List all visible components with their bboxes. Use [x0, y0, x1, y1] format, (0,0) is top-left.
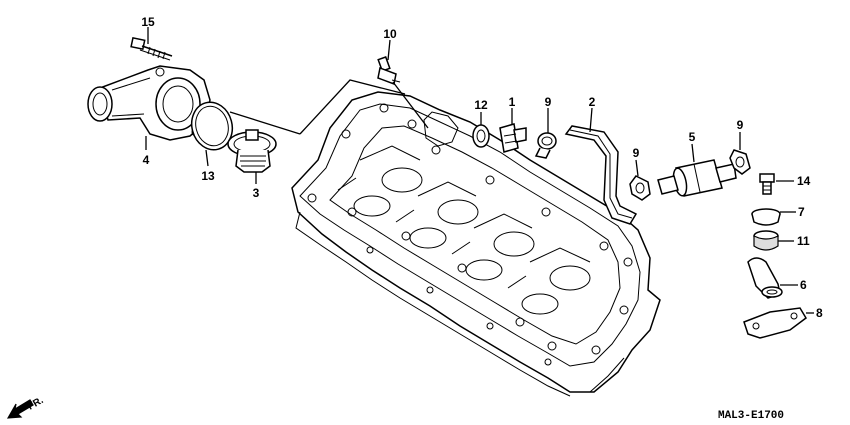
part-11-grommet — [753, 230, 779, 251]
part-12-washer — [472, 124, 490, 148]
callout-9-right: 9 — [737, 118, 744, 132]
part-4-water-outlet — [87, 65, 211, 141]
part-5-filter — [657, 159, 737, 197]
callout-8: 8 — [816, 306, 823, 320]
cylinder-head — [291, 91, 661, 397]
reference-code: MAL3-E1700 — [718, 410, 784, 422]
part-13-o-ring — [190, 101, 234, 151]
callout-3: 3 — [253, 186, 260, 200]
callout-12: 12 — [474, 98, 488, 112]
front-direction-arrow: FR. — [6, 395, 46, 419]
callout-1: 1 — [509, 95, 516, 109]
part-14-bolt — [759, 173, 775, 195]
direction-label: FR. — [26, 395, 46, 413]
callout-15: 15 — [141, 15, 155, 29]
callout-14: 14 — [797, 174, 811, 188]
part-6-holder — [747, 257, 783, 299]
callout-11: 11 — [797, 234, 810, 248]
arrow-icon — [6, 399, 34, 419]
part-7-collar — [751, 208, 781, 226]
callout-labels: 15 4 13 3 10 12 1 9 2 9 5 9 14 7 11 6 8 — [141, 15, 823, 320]
callout-2: 2 — [589, 95, 596, 109]
leader-lines — [145, 27, 814, 314]
part-2-hose — [564, 125, 638, 225]
part-9-clamp-mid — [629, 175, 651, 201]
part-3-thermostat — [227, 129, 277, 173]
part-9-clamp-right — [729, 149, 751, 175]
part-1-fitting — [499, 123, 527, 153]
callout-7: 7 — [798, 205, 805, 219]
callout-4: 4 — [143, 153, 150, 167]
callout-13: 13 — [201, 169, 215, 183]
callout-9-upper: 9 — [545, 95, 552, 109]
callout-9-mid: 9 — [633, 146, 640, 160]
callout-10: 10 — [383, 27, 397, 41]
callout-5: 5 — [689, 130, 696, 144]
part-8-bracket — [743, 307, 807, 339]
part-9-clamp-upper — [534, 132, 557, 159]
part-15-bolt — [130, 36, 173, 61]
callout-6: 6 — [800, 278, 807, 292]
part-10-sensor — [377, 56, 401, 86]
